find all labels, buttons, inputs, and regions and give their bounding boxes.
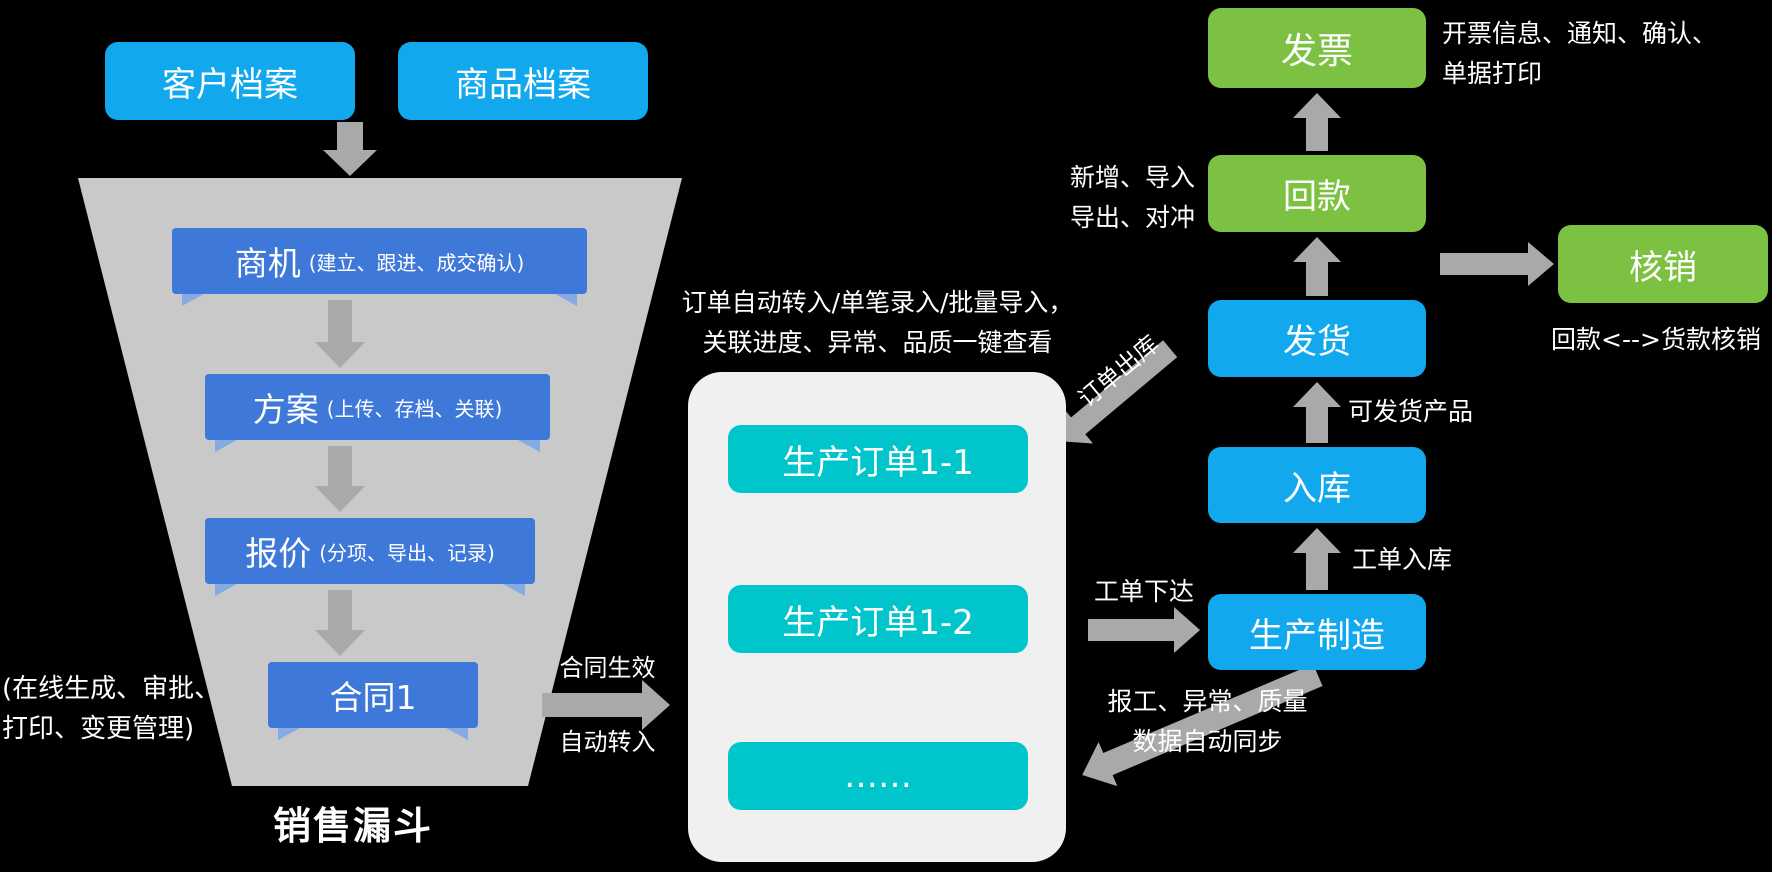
shipping-box: 发货 [1208, 300, 1426, 377]
stage-opportunity-label: 商机 [234, 244, 301, 283]
stage-plan-label: 方案 [252, 390, 319, 429]
arrow-right-payment-to-writeoff [1440, 242, 1554, 286]
stage-quote-sublabel: (分项、导出、记录) [319, 540, 495, 565]
stage-opportunity-sublabel: (建立、跟进、成交确认) [308, 250, 525, 275]
stage-plan-sublabel: (上传、存档、关联) [326, 396, 503, 421]
arrow-down-opportunity-to-plan [315, 300, 365, 368]
funnel-stage-opportunity: 商机 (建立、跟进、成交确认) [172, 228, 587, 306]
production-order-1-2-label: 生产订单1-2 [782, 602, 974, 643]
production-order-1-2-box: 生产订单1-2 [728, 585, 1028, 653]
sales-funnel-title: 销售漏斗 [272, 804, 433, 848]
product-archive-box: 商品档案 [398, 42, 648, 120]
sales-funnel-shape [78, 178, 682, 786]
arrow-diagonal-shipping-to-orders [1059, 340, 1178, 444]
customer-archive-label: 客户档案 [162, 64, 298, 105]
arrow-diagonal-manufacturing-to-orders [1082, 663, 1323, 787]
contract-effective-label: 合同生效 [559, 654, 656, 682]
arrow-up-shipping-to-payment [1293, 237, 1341, 296]
sync-note-line1: 报工、异常、质量 [1107, 687, 1308, 716]
workorder-inbound-label: 工单入库 [1352, 545, 1453, 574]
inbound-box: 入库 [1208, 447, 1426, 523]
payment-note-line1: 新增、导入 [1069, 163, 1195, 192]
invoice-note-line2: 单据打印 [1442, 59, 1543, 88]
orders-note-line1: 订单自动转入/单笔录入/批量导入， [681, 288, 1074, 317]
inbound-label: 入库 [1283, 468, 1351, 509]
production-order-more-label: …… [844, 756, 912, 796]
invoice-note-line1: 开票信息、通知、确认、 [1442, 19, 1718, 48]
contract-side-note-line2: 打印、变更管理) [2, 714, 195, 744]
production-order-1-1-box: 生产订单1-1 [728, 425, 1028, 493]
arrow-down-quote-to-contract [315, 590, 365, 656]
arrow-down-plan-to-quote [315, 446, 365, 512]
payment-box: 回款 [1208, 155, 1426, 232]
writeoff-label: 核销 [1629, 247, 1697, 288]
arrow-up-payment-to-invoice [1293, 93, 1341, 151]
arrow-right-contract-to-orders [542, 680, 670, 730]
stage-quote-label: 报价 [245, 534, 312, 573]
manufacturing-label: 生产制造 [1249, 615, 1385, 656]
stage-contract-label: 合同1 [329, 678, 417, 717]
orders-note-line2: 关联进度、异常、品质一键查看 [702, 328, 1053, 357]
arrow-up-inbound-to-shipping [1293, 382, 1341, 443]
invoice-box: 发票 [1208, 8, 1426, 88]
manufacturing-box: 生产制造 [1208, 594, 1426, 670]
customer-archive-box: 客户档案 [105, 42, 355, 120]
invoice-label: 发票 [1280, 31, 1353, 72]
sync-note-line2: 数据自动同步 [1132, 727, 1283, 756]
funnel-stage-contract: 合同1 [268, 662, 478, 740]
contract-side-note-line1: (在线生成、审批、 [2, 674, 221, 704]
auto-transfer-label: 自动转入 [559, 728, 656, 756]
writeoff-box: 核销 [1558, 225, 1768, 303]
funnel-stage-plan: 方案 (上传、存档、关联) [205, 374, 550, 452]
payment-label: 回款 [1283, 177, 1351, 217]
workorder-issue-label: 工单下达 [1093, 577, 1194, 606]
production-order-more-box: …… [728, 742, 1028, 810]
production-order-1-1-label: 生产订单1-1 [782, 442, 974, 483]
funnel-stage-quote: 报价 (分项、导出、记录) [205, 518, 535, 596]
payment-note-line2: 导出、对冲 [1069, 203, 1195, 232]
shipping-label: 发货 [1283, 322, 1351, 362]
arrow-right-orders-to-manufacturing [1088, 607, 1200, 653]
arrow-down-archives-to-funnel [323, 122, 377, 176]
writeoff-note: 回款<-->货款核销 [1551, 325, 1761, 354]
arrow-up-manufacturing-to-inbound [1293, 528, 1341, 590]
product-archive-label: 商品档案 [455, 64, 591, 105]
shippable-products-label: 可发货产品 [1348, 397, 1474, 426]
